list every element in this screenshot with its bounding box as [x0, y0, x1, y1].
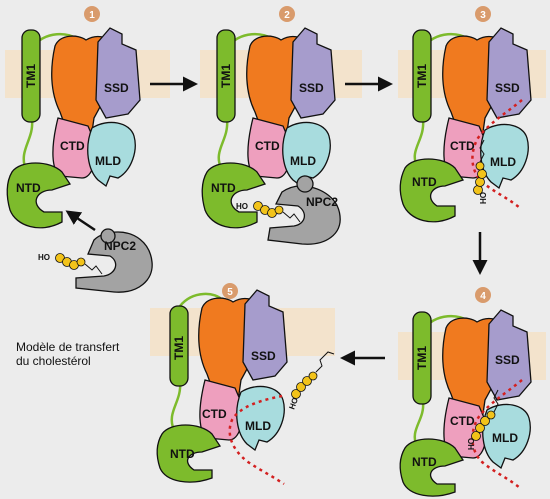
mld-domain: [87, 121, 136, 188]
tm1-helix: [21, 29, 41, 123]
ho-label: HO: [38, 253, 50, 262]
ho-label: HO: [467, 438, 476, 450]
mld-label: MLD: [290, 154, 316, 168]
panel-step-1: TM1 SSD CTD MLD NTD NPC2 HO: [6, 27, 153, 293]
diagram-title: Modèle de transfert du cholestérol: [16, 340, 119, 368]
ho-label: HO: [479, 192, 488, 204]
step-number: 4: [480, 291, 486, 302]
ssd-label: SSD: [495, 81, 520, 95]
ctd-label: CTD: [60, 139, 85, 153]
step-number: 5: [227, 287, 233, 298]
ntd-domain: [399, 158, 465, 223]
step-badge-2: 2: [279, 6, 295, 22]
ssd-label: SSD: [104, 81, 129, 95]
npc2-protein: [267, 175, 341, 245]
ntd-label: NTD: [412, 455, 437, 469]
ho-label: HO: [287, 396, 300, 410]
ctd-label: CTD: [255, 139, 280, 153]
ntd-domain: [156, 424, 222, 483]
cholesterol-molecule: [253, 201, 301, 223]
mld-domain: [282, 121, 331, 188]
ssd-label: SSD: [495, 353, 520, 367]
npc2-label: NPC2: [306, 195, 338, 209]
cholesterol-molecule: [471, 389, 499, 441]
npc2-protein: [75, 228, 153, 293]
mld-domain: [236, 385, 285, 452]
arrow-npc2-binding: [65, 210, 96, 232]
cholesterol-molecule: [291, 351, 335, 399]
ho-label: HO: [236, 202, 248, 211]
ssd-label: SSD: [251, 349, 276, 363]
tm1-label: TM1: [24, 64, 38, 88]
ntd-label: NTD: [211, 181, 236, 195]
panel-step-3: TM1 SSD CTD MLD NTD HO: [399, 27, 532, 223]
mld-label: MLD: [492, 431, 518, 445]
ntd-label: NTD: [16, 181, 41, 195]
npc2-label: NPC2: [104, 239, 136, 253]
cholesterol-molecule: [55, 253, 103, 275]
ctd-label: CTD: [450, 139, 475, 153]
mld-label: MLD: [245, 419, 271, 433]
step-badge-5: 5: [222, 283, 238, 299]
ntd-domain: [201, 162, 267, 229]
panel-step-5: TM1 SSD CTD MLD NTD HO: [156, 289, 335, 486]
panel-step-4: TM1 SSD CTD MLD NTD HO: [399, 309, 532, 497]
ctd-label: CTD: [202, 407, 227, 421]
title-line-2: du cholestérol: [16, 354, 91, 368]
ntd-label: NTD: [412, 175, 437, 189]
ssd-domain: [95, 27, 141, 119]
step-badge-3: 3: [475, 6, 491, 22]
step-number: 1: [89, 10, 95, 21]
ssd-label: SSD: [299, 81, 324, 95]
step-number: 3: [480, 10, 486, 21]
title-line-1: Modèle de transfert: [16, 340, 120, 354]
tm1-helix: [169, 305, 189, 387]
mld-label: MLD: [95, 154, 121, 168]
tm1-helix: [412, 311, 432, 405]
tm1-label: TM1: [172, 336, 186, 360]
ssd-domain: [290, 27, 336, 119]
step-badge-1: 1: [84, 6, 100, 22]
step-badge-4: 4: [475, 287, 491, 303]
ssd-domain: [486, 309, 532, 401]
mld-domain: [482, 403, 531, 470]
transfer-path-dotted: [471, 99, 523, 209]
ntd-domain: [6, 162, 72, 229]
tm1-label: TM1: [415, 64, 429, 88]
tm1-label: TM1: [415, 346, 429, 370]
ntd-domain: [399, 438, 465, 497]
mld-label: MLD: [490, 155, 516, 169]
ssd-domain: [242, 289, 288, 381]
tm1-label: TM1: [219, 64, 233, 88]
ssd-domain: [486, 27, 532, 119]
ntd-label: NTD: [170, 447, 195, 461]
transfer-path-dotted: [471, 379, 523, 489]
panel-step-2: TM1 SSD CTD MLD NTD NPC2 HO: [201, 27, 341, 245]
ctd-label: CTD: [450, 414, 475, 428]
cholesterol-molecule: [473, 139, 487, 195]
step-number: 2: [284, 10, 290, 21]
tm1-helix: [216, 29, 236, 123]
tm1-helix: [412, 29, 432, 123]
transfer-path-dotted: [228, 394, 285, 486]
